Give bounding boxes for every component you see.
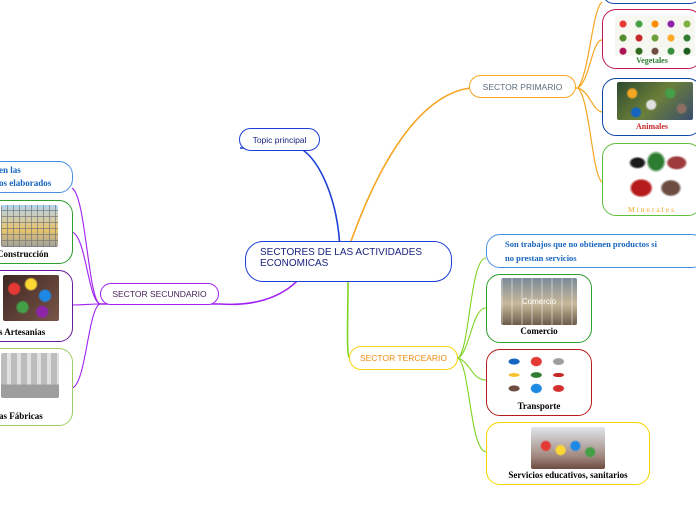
sector-secundario-label: SECTOR SECUNDARIO [112, 289, 207, 299]
topic-principal-node[interactable]: Topic principal [239, 128, 320, 151]
construccion-card[interactable]: Construcción [0, 200, 73, 264]
connector-secundario [100, 277, 301, 306]
mall-image: Comercio [501, 278, 577, 325]
connector-sec-art [71, 303, 101, 306]
central-topic-node[interactable]: SECTORES DE LAS ACTIVIDADES ECONOMICAS [245, 241, 452, 282]
sector-primario-label: SECTOR PRIMARIO [482, 81, 563, 92]
connector-primario [349, 87, 578, 245]
crafts-image [3, 275, 59, 321]
connector-top [577, 1, 603, 89]
animales-label: Animales [636, 122, 668, 131]
vegetales-label: Vegetales [636, 56, 668, 65]
transporte-card[interactable]: Transporte [486, 349, 592, 416]
factories-image [1, 353, 59, 398]
servicios-label: Servicios educativos, sanitarios [508, 470, 628, 480]
comercio-image-text: Comercio [521, 297, 557, 306]
connector-ter-trans [457, 357, 487, 381]
sector-primario-node[interactable]: SECTOR PRIMARIO [469, 75, 576, 98]
central-title-line1: SECTORES DE LAS ACTIVIDADES [260, 247, 423, 258]
connector-ter-com [457, 307, 487, 359]
classroom-image [531, 427, 605, 469]
connector-topic [240, 147, 341, 251]
topic-principal-label: Topic principal [252, 134, 307, 145]
animals-image [617, 82, 693, 120]
connector-sec-constr [71, 231, 101, 305]
artesanias-card[interactable]: s Artesanias [0, 270, 73, 342]
secundario-desc-line2: os elaborados [0, 178, 52, 188]
minerals-image [619, 146, 693, 202]
transporte-label: Transporte [517, 401, 561, 411]
connector-ter-desc [457, 257, 487, 359]
terciario-desc-line2: no prestan servicios [505, 253, 577, 263]
servicios-card[interactable]: Servicios educativos, sanitarios [486, 422, 650, 485]
vegetales-card[interactable]: Vegetales [602, 9, 696, 69]
vegetables-image [615, 16, 695, 56]
connector-sec-desc [71, 187, 101, 305]
primario-top-card[interactable] [602, 0, 696, 4]
terciario-description-node[interactable]: Son trabajos que no obtienen productos s… [486, 234, 696, 268]
connector-sec-fab [71, 303, 101, 389]
central-title-line2: ECONOMICAS [260, 258, 329, 269]
connector-animales [577, 87, 603, 113]
fabricas-label: as Fábricas [0, 411, 43, 421]
secundario-description-node[interactable]: en las os elaborados [0, 161, 73, 193]
artesanias-label: s Artesanias [0, 327, 46, 337]
secundario-desc-line1: en las [0, 165, 21, 175]
fabricas-card[interactable]: as Fábricas [0, 348, 73, 426]
construccion-label: Construcción [0, 249, 49, 259]
transport-image [503, 354, 577, 396]
comercio-label: Comercio [520, 326, 558, 336]
minerales-label: Minerales [628, 205, 676, 214]
connector-minerales [577, 87, 603, 183]
animales-card[interactable]: Animales [602, 78, 696, 136]
sector-terceario-label: SECTOR TERCEARIO [359, 353, 448, 363]
construction-image [1, 205, 58, 247]
connector-ter-serv [457, 357, 487, 453]
sector-terceario-node[interactable]: SECTOR TERCEARIO [349, 346, 458, 370]
connector-vegetales [577, 39, 603, 89]
minerales-card[interactable]: Minerales [602, 143, 696, 216]
terciario-desc-line1: Son trabajos que no obtienen productos s… [505, 239, 657, 249]
sector-secundario-node[interactable]: SECTOR SECUNDARIO [100, 283, 219, 305]
comercio-card[interactable]: Comercio Comercio [486, 274, 592, 343]
